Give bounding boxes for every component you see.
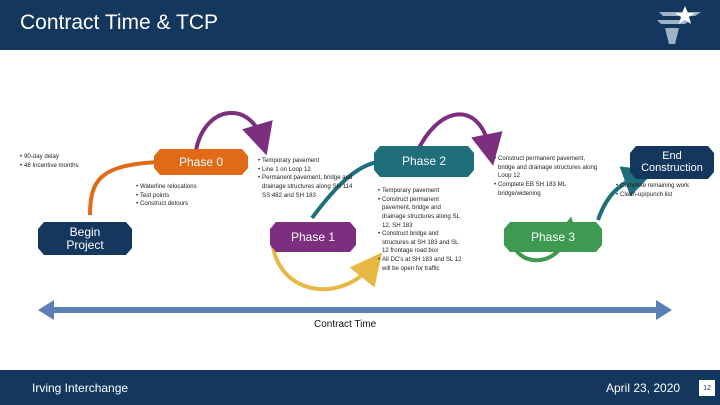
list-item: Temporary pavement [378,187,464,196]
list-item: Construct permanent pavement, bridge and… [378,196,464,231]
list-item: 90-day delay [20,153,110,162]
list-item: Permanent pavement, bridge and drainage … [258,174,354,200]
phase2-shape [374,146,474,177]
list-item: Construct bridge and structures at SH 18… [378,230,464,256]
begin-project-label: Begin Project [66,224,104,252]
list-item: Waterline relocations [136,183,240,192]
list-item: Construct permanent pavement, bridge and… [494,155,598,181]
end-notes: Complete remaining work Clean-up/punch l… [616,182,714,199]
phase2-label: Phase 2 [401,154,447,169]
phase1-shape [270,222,356,252]
page-title: Contract Time & TCP [20,11,219,34]
footer-bar: Irving Interchange April 23, 2020 12 [0,370,720,405]
list-item: All DC's at SH 183 and SL 12 will be ope… [378,256,464,273]
begin-project-shape [38,222,132,255]
list-item: Test points [136,192,240,201]
end-construction-label: End Construction [641,149,703,174]
list-item: Complete EB SH 183 ML bridge/widening [494,181,598,198]
phase3-notes: Construct permanent pavement, bridge and… [494,155,598,198]
contract-time-arrow-right-head [656,300,672,320]
phase1-notes: Temporary pavement Line 1 on Loop 12 Per… [258,157,354,200]
footer-date: April 23, 2020 [606,381,681,395]
contract-time-label: Contract Time [314,319,377,330]
txdot-logo-icon [657,6,701,44]
footer-project-name: Irving Interchange [32,381,129,395]
connector-phase0-to-phase1 [194,111,273,156]
list-item: Complete remaining work [616,182,714,191]
header-bar: Contract Time & TCP [0,0,720,50]
list-item: 48 Incentive months [20,162,110,171]
connector-phase3-to-end [596,166,656,221]
begin-notes: 90-day delay 48 Incentive months [20,153,110,170]
contract-time-arrow-left-head [38,300,54,320]
list-item: Construct detours [136,200,240,209]
phase1-label: Phase 1 [290,229,336,244]
list-item: Clean-up/punch list [616,191,714,200]
end-construction-shape [630,146,714,179]
page-number: 12 [699,380,715,396]
list-item: Temporary pavement [258,157,354,166]
phase0-notes: Waterline relocations Test points Constr… [136,183,240,209]
phase2-notes: Temporary pavement Construct permanent p… [378,187,464,273]
list-item: Line 1 on Loop 12 [258,166,354,175]
phase0-shape [154,149,248,175]
connector-phase2-to-phase3 [416,112,503,166]
connector-phase1-arc-down [270,237,383,292]
connector-begin-to-phase0 [88,160,159,216]
phase0-label: Phase 0 [178,154,224,169]
phase3-shape [504,222,602,252]
phase3-label: Phase 3 [530,229,576,244]
